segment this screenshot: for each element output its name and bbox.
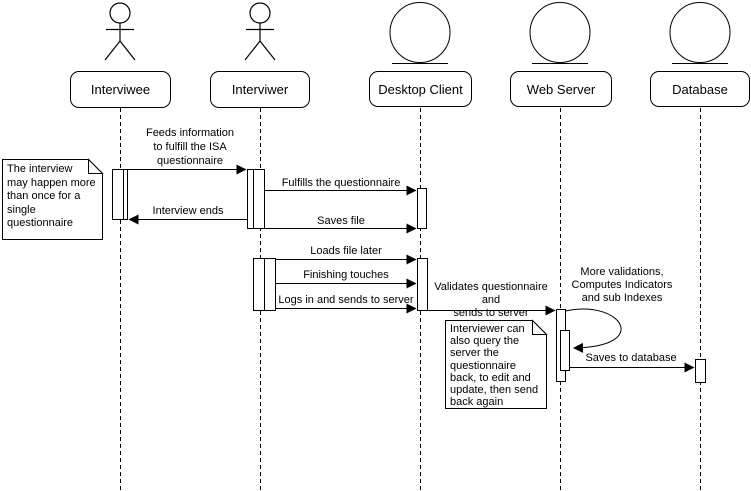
figure-leg-right [119, 40, 136, 61]
message-label-validates-sends[interactable]: Validates questionnaire and sends to ser… [434, 281, 548, 319]
actor-box-web-server[interactable]: Web Server [510, 71, 612, 107]
message-label-loads-file-later[interactable]: Loads file later [310, 245, 382, 257]
activation-desktop-2[interactable] [417, 258, 428, 311]
activation-interviwee[interactable] [112, 169, 128, 220]
actor-box-database[interactable]: Database [650, 71, 750, 107]
figure-leg-left [244, 40, 261, 61]
note-fold-corner [532, 319, 548, 335]
message-label-more-validations[interactable]: More validations, Computes Indicators an… [571, 266, 673, 304]
message-label-interview-ends[interactable]: Interview ends [152, 205, 224, 217]
entity-head [529, 2, 591, 63]
entity-circle-web-server-icon[interactable] [529, 2, 591, 64]
note-text-interview-repeat: The interview may happen more than once … [7, 163, 96, 229]
message-label-saves-file[interactable]: Saves file [317, 215, 365, 227]
note-fold-corner [88, 158, 104, 174]
message-label-fulfills-questionnaire[interactable]: Fulfills the questionnaire [281, 177, 401, 189]
entity-circle-desktop-client-icon[interactable] [389, 2, 451, 64]
note-body [2, 159, 103, 240]
entity-circle-database-icon[interactable] [669, 2, 731, 64]
activation-web-server-nested[interactable] [560, 330, 570, 371]
stick-figure-interviwer-icon[interactable] [244, 2, 276, 61]
note-interview-repeat[interactable] [2, 158, 104, 240]
activation-desktop-1[interactable] [417, 188, 427, 229]
actor-box-interviwer[interactable]: Interviwer [210, 71, 310, 108]
note-body [445, 320, 547, 409]
entity-head [669, 2, 731, 63]
figure-head [249, 2, 271, 24]
stick-figure-interviwee-icon[interactable] [104, 2, 136, 61]
entity-head [389, 2, 451, 63]
figure-leg-left [104, 40, 121, 61]
actor-box-interviwee[interactable]: Interviwee [70, 71, 171, 108]
figure-head [109, 2, 131, 24]
note-query-back[interactable] [445, 319, 548, 409]
message-label-feeds-information[interactable]: Feeds information to fulfill the ISA que… [145, 127, 235, 167]
activation-database[interactable] [695, 359, 706, 383]
figure-leg-right [259, 40, 276, 61]
activation-interviwer-1[interactable] [247, 169, 265, 229]
message-label-saves-to-database[interactable]: Saves to database [585, 352, 677, 364]
message-label-finishing-touches[interactable]: Finishing touches [303, 269, 389, 281]
message-label-logs-in-sends[interactable]: Logs in and sends to server [278, 294, 414, 306]
note-text-query-back: Interviewer can also query the server th… [450, 323, 539, 409]
actor-box-desktop-client[interactable]: Desktop Client [369, 71, 472, 107]
message-arrow-self-more-validations[interactable] [565, 308, 622, 353]
